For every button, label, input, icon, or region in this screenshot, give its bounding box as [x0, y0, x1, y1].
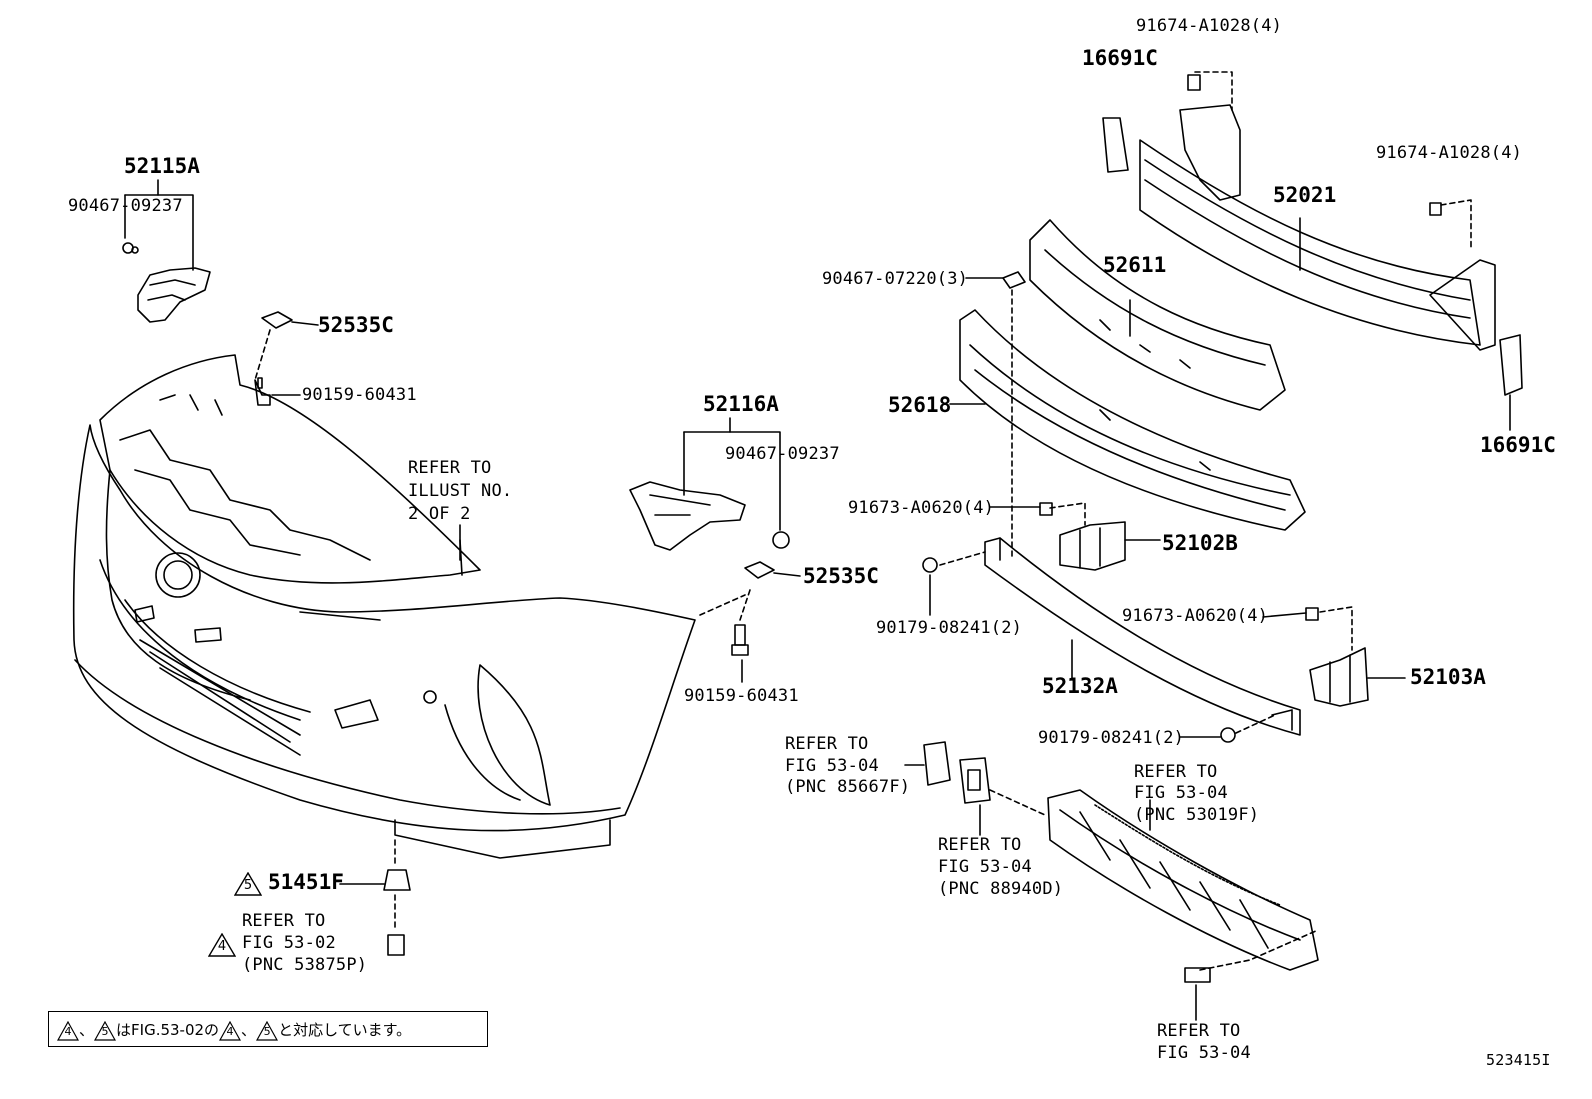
lower-absorber-drawing — [1047, 789, 1319, 1021]
part-number-16691c-top: 16691C — [1082, 46, 1158, 70]
diagram-id: 523415I — [1486, 1051, 1551, 1069]
bracket-52103a-drawing — [1305, 606, 1406, 707]
part-number-52116a: 52116A — [703, 392, 779, 416]
refer-illust-line3: 2 OF 2 — [408, 504, 471, 524]
part-number-90159-60431-b: 90159-60431 — [684, 686, 799, 706]
note-box: 4 、 5 はFIG.53-02の 4 、 5 と対応しています。 — [48, 1011, 488, 1047]
bar-52132a-drawing — [984, 537, 1301, 736]
part-number-91673-b: 91673-A0620(4) — [1122, 606, 1269, 626]
refer-illust-line2: ILLUST NO. — [408, 481, 513, 501]
part-number-90467-09237: 90467-09237 — [68, 196, 183, 216]
refer-53019-line1: REFER TO — [1134, 762, 1218, 782]
part-number-52115a: 52115A — [124, 154, 200, 178]
bumper-cover-drawing — [72, 354, 696, 859]
refer-88940-line3: (PNC 88940D) — [938, 879, 1064, 899]
refer-85667-line1: REFER TO — [785, 734, 869, 754]
part-number-16691c-right: 16691C — [1480, 433, 1556, 457]
clip-51451f-drawing — [339, 839, 411, 956]
note-triangle-5-b: 5 — [256, 1020, 279, 1041]
absorber-52611-drawing — [1029, 219, 1286, 411]
bracket-52116a-drawing — [629, 417, 790, 551]
bracket-52115a-drawing — [122, 179, 211, 323]
part-number-51451f: 51451F — [268, 870, 344, 894]
refer-85667-line3: (PNC 85667F) — [785, 777, 911, 797]
note-text-end: と対応しています。 — [278, 1021, 412, 1039]
triangle-5-mark: 5 — [234, 872, 262, 896]
clip-screw-right-drawing — [699, 561, 801, 683]
refer-53019-line3: (PNC 53019F) — [1134, 805, 1260, 825]
part-number-52132a: 52132A — [1042, 674, 1118, 698]
note-triangle-4: 4 — [57, 1020, 79, 1041]
refer-5302-line2: FIG 53-02 — [242, 933, 336, 953]
part-number-52103a: 52103A — [1410, 665, 1486, 689]
part-number-91674-right: 91674-A1028(4) — [1376, 143, 1523, 163]
part-number-52611: 52611 — [1103, 253, 1167, 277]
leader-91673-b — [1262, 612, 1307, 618]
part-number-91673-a: 91673-A0620(4) — [848, 498, 995, 518]
refer-85667-line2: FIG 53-04 — [785, 756, 879, 776]
part-number-52618: 52618 — [888, 393, 952, 417]
refer-88940-line1: REFER TO — [938, 835, 1022, 855]
reinforcement-52021-drawing — [1102, 71, 1523, 431]
refer-5302-line1: REFER TO — [242, 911, 326, 931]
part-number-90179-b: 90179-08241(2) — [1038, 728, 1185, 748]
part-number-90467-07220: 90467-07220(3) — [822, 269, 969, 289]
refer-5302-line3: (PNC 53875P) — [242, 955, 368, 975]
absorber-52618-drawing — [949, 309, 1306, 531]
refer-illust-line1: REFER TO — [408, 458, 492, 478]
note-sep-1: 、 — [79, 1021, 95, 1039]
clip-screw-left-drawing — [254, 311, 319, 406]
bracket-52102b-drawing — [1039, 502, 1161, 571]
part-number-91674-top: 91674-A1028(4) — [1136, 16, 1283, 36]
refer-88940-line2: FIG 53-04 — [938, 857, 1032, 877]
nut-90179-right-drawing — [1179, 714, 1276, 743]
note-text-mid: はFIG.53-02の — [116, 1021, 220, 1039]
triangle-4-mark: 4 — [208, 933, 236, 957]
part-number-90467-09237-b: 90467-09237 — [725, 444, 840, 464]
part-number-52021: 52021 — [1273, 183, 1337, 207]
fastener-90467-07220-drawing — [965, 271, 1026, 561]
part-number-52535c-b: 52535C — [803, 564, 879, 588]
note-triangle-5: 5 — [94, 1020, 117, 1041]
refer-53019-line2: FIG 53-04 — [1134, 783, 1228, 803]
part-number-52102b: 52102B — [1162, 531, 1238, 555]
brackets-853-drawing — [904, 741, 1046, 836]
part-number-90179-a: 90179-08241(2) — [876, 618, 1023, 638]
refer-5304-line2: FIG 53-04 — [1157, 1043, 1251, 1063]
note-sep-2: 、 — [241, 1021, 257, 1039]
note-triangle-4-b: 4 — [219, 1020, 242, 1041]
part-number-52535c: 52535C — [318, 313, 394, 337]
part-number-90159-60431: 90159-60431 — [302, 385, 417, 405]
nut-90179-left-drawing — [922, 551, 986, 616]
refer-5304-line1: REFER TO — [1157, 1021, 1241, 1041]
